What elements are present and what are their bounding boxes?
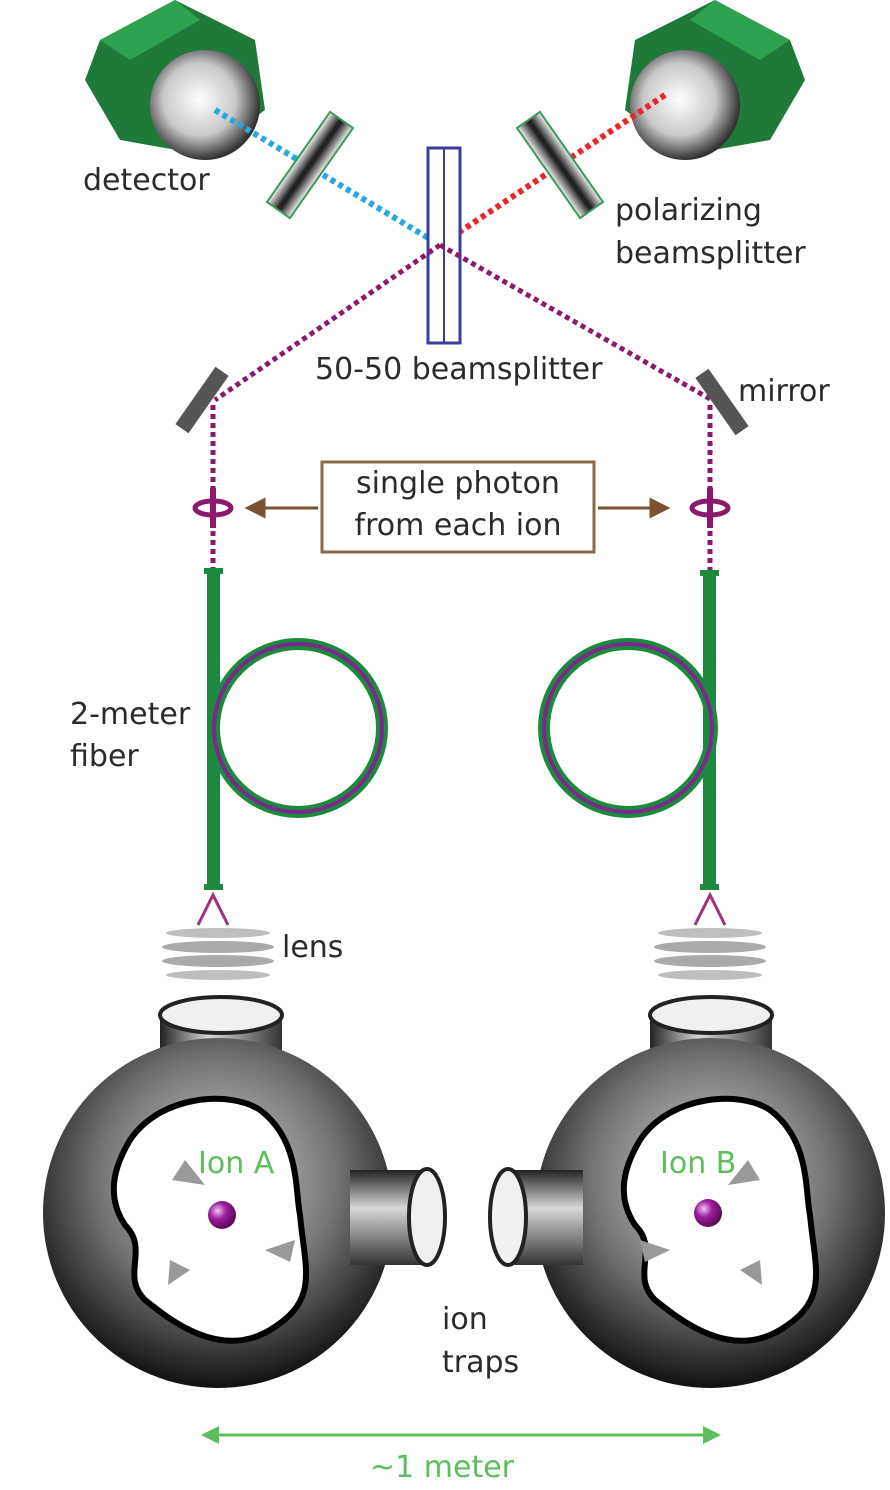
lens-right-icon [654,928,766,980]
polarizing-beamsplitter-right-icon [515,110,605,220]
ion-b-particle [694,1199,722,1227]
detector-right-icon [625,0,805,160]
polarizing-beamsplitter-label: beamsplitter [615,236,806,271]
mirror-left-icon [175,366,229,434]
mirror-right-icon [695,368,749,436]
photon-path-right [438,242,714,403]
single-photon-box [320,460,596,554]
distance-label: ~1 meter [370,1450,514,1485]
single-photon-label: single photon [356,466,560,501]
photon-pulse-left-icon [192,488,234,528]
ion-a-label: Ion A [198,1146,275,1181]
ion-b-label: Ion B [660,1146,737,1181]
fiber-right [538,570,719,890]
fiber-left [204,568,388,890]
light-cone-left [196,891,230,926]
fiber-label: fiber [70,739,139,774]
ion-trap-left-icon [43,995,447,1388]
blue-beam [213,107,442,248]
mirror-label: mirror [738,374,830,409]
fiber-length-label: 2-meter [70,697,191,732]
from-each-ion-label: from each ion [354,508,562,543]
ion-a-particle [208,1201,236,1229]
photon-path-left [213,242,442,403]
detector-left-icon [85,0,265,160]
polarizing-label: polarizing [615,193,762,228]
light-cone-right [693,891,727,926]
polarizing-beamsplitter-left-icon [265,110,355,220]
photon-pulse-right-icon [689,488,731,528]
lens-label: lens [282,930,344,965]
detector-label: detector [83,163,210,198]
traps-label: traps [442,1345,520,1380]
ion-traps-label: ion [442,1302,488,1337]
beamsplitter-5050-label: 50-50 beamsplitter [315,352,603,387]
ion-trap-right-icon [488,995,885,1388]
lens-left-icon [162,928,274,980]
